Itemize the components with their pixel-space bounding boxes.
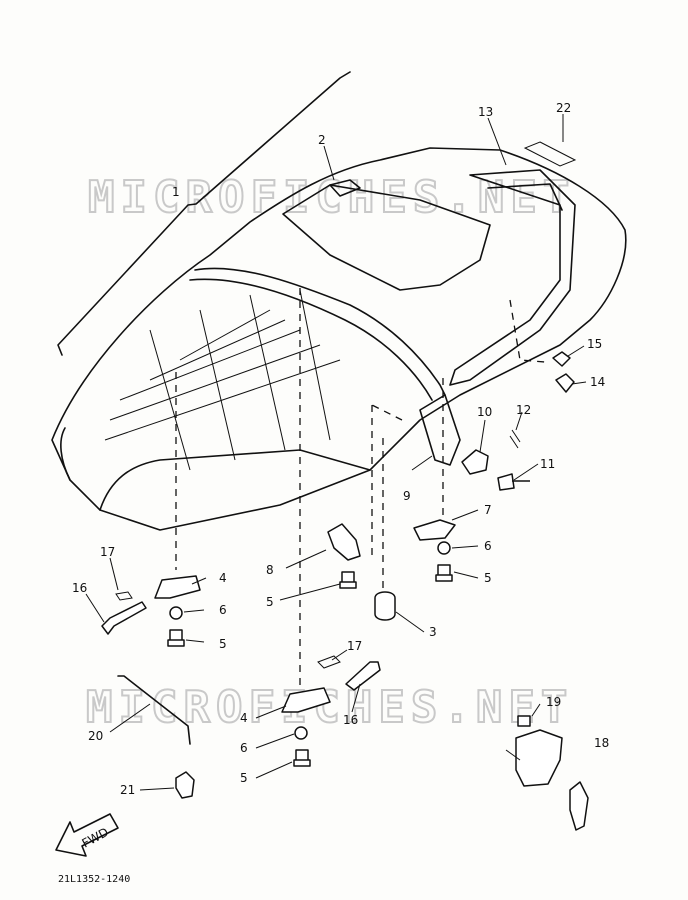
seat-bracket-item-4-upper — [154, 575, 201, 599]
callout-5-right: 5 — [484, 571, 492, 585]
clip-item-17-right — [317, 655, 341, 669]
pin-item-12 — [509, 429, 521, 449]
seat-side-line — [99, 449, 371, 511]
callout-4-lower: 4 — [240, 711, 248, 725]
seat-strap-lower — [189, 278, 433, 401]
callout-21: 21 — [120, 783, 135, 797]
seat-strap — [194, 267, 446, 396]
bracket-item-1 — [57, 71, 351, 356]
watermark-top: MICROFICHES.NET — [88, 172, 575, 223]
callout-4-upper: 4 — [219, 571, 227, 585]
watermark-bottom: MICROFICHES.NET — [86, 682, 573, 733]
callout-6-right: 6 — [484, 539, 492, 553]
assembly-lines — [175, 288, 546, 690]
seat-bracket-item-4-lower — [281, 687, 331, 713]
emblem-item-2 — [329, 179, 361, 197]
callout-9: 9 — [403, 489, 411, 503]
pin-item-16-right — [345, 661, 381, 691]
seat-quilting — [104, 289, 341, 471]
callout-6-lower: 6 — [240, 741, 248, 755]
fwd-label: FWD — [80, 825, 111, 851]
rear-cowl-item-13 — [449, 169, 576, 386]
callout-12: 12 — [516, 403, 531, 417]
callout-22: 22 — [556, 101, 571, 115]
callout-19: 19 — [546, 695, 561, 709]
callout-10: 10 — [477, 405, 492, 419]
screw-item-19 — [517, 715, 531, 727]
clip-item-17-left — [115, 591, 133, 601]
hardware-parts — [101, 351, 589, 831]
callout-5-lower: 5 — [240, 771, 248, 785]
bracket-item-10 — [461, 449, 489, 475]
callout-2: 2 — [318, 133, 326, 147]
bolt-item-5-middle — [339, 571, 357, 589]
nut-item-15 — [552, 351, 571, 367]
seat-assembly — [51, 141, 627, 531]
bolt-item-11 — [497, 473, 530, 491]
callout-15: 15 — [587, 337, 602, 351]
callout-16-left: 16 — [72, 581, 87, 595]
callout-17-left: 17 — [100, 545, 115, 559]
fastener-item-21 — [175, 771, 195, 799]
bracket-item-8 — [327, 523, 361, 561]
seat-lock-item-18 — [515, 729, 563, 787]
screw-item-14 — [555, 373, 575, 393]
callout-1: 1 — [172, 185, 180, 199]
rear-cowl-edge — [487, 183, 563, 211]
hinge-item-9 — [419, 394, 461, 466]
washer-item-6-lower — [294, 726, 308, 740]
bolt-item-5-lower — [293, 749, 311, 767]
callouts: 1 2 3 4 4 5 5 5 5 6 6 6 7 8 9 10 11 12 1… — [72, 101, 609, 797]
callout-17-right: 17 — [347, 639, 362, 653]
callout-6-left: 6 — [219, 603, 227, 617]
bolt-item-5-left — [167, 629, 185, 647]
callout-3: 3 — [429, 625, 437, 639]
callout-13: 13 — [478, 105, 493, 119]
bolt-item-5-right — [435, 564, 453, 582]
seat-front-lip — [60, 427, 71, 481]
leader-lines — [85, 114, 587, 791]
callout-20: 20 — [88, 729, 103, 743]
callout-18: 18 — [594, 736, 609, 750]
pin-item-16-left — [101, 601, 147, 635]
diagram-code: 21L1352-1240 — [58, 874, 130, 885]
callout-11: 11 — [540, 457, 555, 471]
bracket-item-7 — [413, 519, 456, 541]
damper-item-3 — [374, 591, 396, 621]
callout-5-middle: 5 — [266, 595, 274, 609]
callout-16-right: 16 — [343, 713, 358, 727]
key-item-18 — [569, 781, 589, 831]
callout-14: 14 — [590, 375, 605, 389]
label-item-22 — [523, 141, 577, 167]
callout-7: 7 — [484, 503, 492, 517]
callout-8: 8 — [266, 563, 274, 577]
pillion-pad — [282, 184, 491, 291]
seat-rod-item-20 — [117, 675, 191, 745]
fwd-arrow-icon — [55, 813, 119, 857]
fwd-arrow: FWD — [55, 813, 119, 857]
washer-item-6-right — [437, 541, 451, 555]
callout-5-left: 5 — [219, 637, 227, 651]
washer-item-6-left — [169, 606, 183, 620]
